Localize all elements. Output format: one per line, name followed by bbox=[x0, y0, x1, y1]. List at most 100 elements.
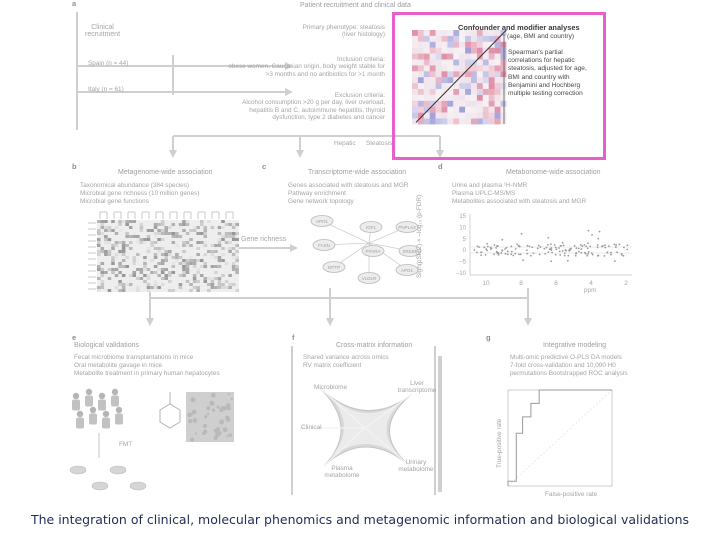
heatmap-cell bbox=[471, 71, 477, 78]
nmr-point bbox=[489, 246, 492, 249]
nmr-point bbox=[550, 247, 553, 249]
metagenome-cell bbox=[221, 235, 225, 238]
metagenome-cell bbox=[210, 244, 215, 247]
network-node-label: APO1 bbox=[401, 268, 414, 273]
heatmap-cell bbox=[494, 71, 501, 78]
metagenome-cell bbox=[97, 238, 101, 241]
metagenome-cell bbox=[164, 250, 168, 253]
heatmap-cell bbox=[435, 83, 442, 89]
panel-b-items: Taxonomical abundance (384 species) Micr… bbox=[80, 182, 200, 205]
heatmap-cell bbox=[465, 89, 471, 95]
metagenome-cell bbox=[224, 232, 229, 235]
metagenome-cell bbox=[189, 244, 193, 247]
metagenome-cell bbox=[128, 241, 133, 244]
metagenome-cell bbox=[182, 220, 186, 223]
metagenome-cell bbox=[146, 283, 151, 286]
metagenome-cell bbox=[228, 274, 232, 277]
heatmap-cell bbox=[488, 94, 495, 101]
roc-diagonal bbox=[507, 389, 613, 487]
metagenome-cell bbox=[210, 253, 215, 256]
metagenome-cell bbox=[132, 232, 137, 235]
heatmap-cell bbox=[482, 100, 489, 107]
heatmap-cell bbox=[417, 30, 424, 36]
metagenome-cell bbox=[157, 262, 161, 265]
panel-g-sidebar-bar bbox=[438, 356, 442, 492]
panel-d-letter: d bbox=[438, 162, 443, 171]
metagenome-cell bbox=[150, 286, 154, 289]
heatmap-cell bbox=[447, 71, 454, 78]
heatmap-cell bbox=[441, 100, 448, 107]
heatmap-cell bbox=[435, 118, 442, 125]
heatmap-cell bbox=[435, 106, 442, 113]
metagenome-cell bbox=[97, 286, 101, 289]
heatmap-cell bbox=[441, 106, 448, 113]
nmr-point bbox=[603, 255, 606, 257]
metagenome-cell bbox=[217, 265, 222, 268]
metagenome-cell bbox=[235, 250, 239, 253]
heatmap-cell bbox=[417, 94, 424, 101]
metagenome-cell bbox=[221, 220, 225, 223]
nmr-point bbox=[506, 253, 509, 256]
metagenome-cell bbox=[196, 286, 200, 289]
metagenome-cell bbox=[182, 274, 186, 277]
heatmap-cell bbox=[412, 77, 418, 84]
heatmap-cell bbox=[441, 71, 448, 78]
cross-matrix-edge bbox=[323, 427, 366, 467]
heatmap-cell bbox=[500, 77, 507, 84]
metagenome-cell bbox=[185, 280, 190, 283]
metagenome-cell bbox=[164, 229, 168, 232]
metagenome-cell bbox=[210, 277, 215, 280]
metagenome-cell bbox=[231, 262, 236, 265]
metagenome-cell bbox=[203, 277, 208, 280]
network-node-label: SREBF bbox=[402, 249, 417, 254]
heatmap-cell bbox=[423, 94, 430, 101]
metagenome-cell bbox=[121, 286, 126, 289]
nmr-point bbox=[616, 251, 618, 254]
heatmap-cell bbox=[471, 53, 477, 60]
metagenome-cell bbox=[178, 274, 183, 277]
heatmap-cell bbox=[412, 35, 418, 42]
metagenome-cell bbox=[199, 259, 204, 262]
metagenome-cell bbox=[104, 226, 108, 229]
metagenome-cell bbox=[221, 274, 225, 277]
metagenome-cell bbox=[128, 286, 133, 289]
nmr-point bbox=[598, 230, 601, 233]
nmr-point bbox=[504, 252, 507, 255]
metagenome-cell bbox=[189, 262, 193, 265]
metagenome-cell bbox=[235, 256, 239, 259]
metagenome-cell bbox=[111, 244, 115, 247]
heatmap-cell bbox=[471, 65, 477, 72]
nmr-point bbox=[569, 248, 572, 250]
metagenome-cell bbox=[217, 280, 222, 283]
metagenome-cell bbox=[146, 277, 151, 280]
nmr-point bbox=[565, 249, 568, 252]
metagenome-cell bbox=[231, 232, 236, 235]
nmr-point bbox=[597, 254, 600, 257]
nmr-point bbox=[525, 249, 528, 252]
nmr-point bbox=[510, 250, 513, 253]
metagenome-cell bbox=[136, 238, 140, 241]
metagenome-cell bbox=[231, 247, 236, 250]
metagenome-cell bbox=[189, 259, 193, 262]
nmr-point bbox=[480, 254, 483, 257]
heatmap-cell bbox=[423, 35, 430, 42]
heatmap-cell bbox=[441, 47, 448, 54]
metagenome-cell bbox=[100, 250, 105, 253]
nmr-x-tick: 6 bbox=[554, 280, 558, 287]
heatmap-cell bbox=[412, 83, 418, 89]
metagenome-cell bbox=[153, 283, 158, 286]
heatmap-cell bbox=[476, 35, 483, 42]
heatmap-diagonal bbox=[415, 29, 507, 123]
metagenome-cell bbox=[107, 241, 112, 244]
metagenome-cell bbox=[224, 226, 229, 229]
heatmap-cell bbox=[429, 65, 436, 72]
nmr-point bbox=[520, 232, 523, 235]
metagenome-cell bbox=[97, 241, 101, 244]
nmr-point bbox=[549, 248, 552, 251]
metagenome-cell bbox=[231, 268, 236, 271]
confounder-body: Spearman's partial correlations for hepa… bbox=[508, 49, 587, 98]
metagenome-cell bbox=[175, 235, 179, 238]
metagenome-cell bbox=[128, 226, 133, 229]
heatmap-cell bbox=[500, 83, 507, 89]
metagenome-cell bbox=[107, 250, 112, 253]
